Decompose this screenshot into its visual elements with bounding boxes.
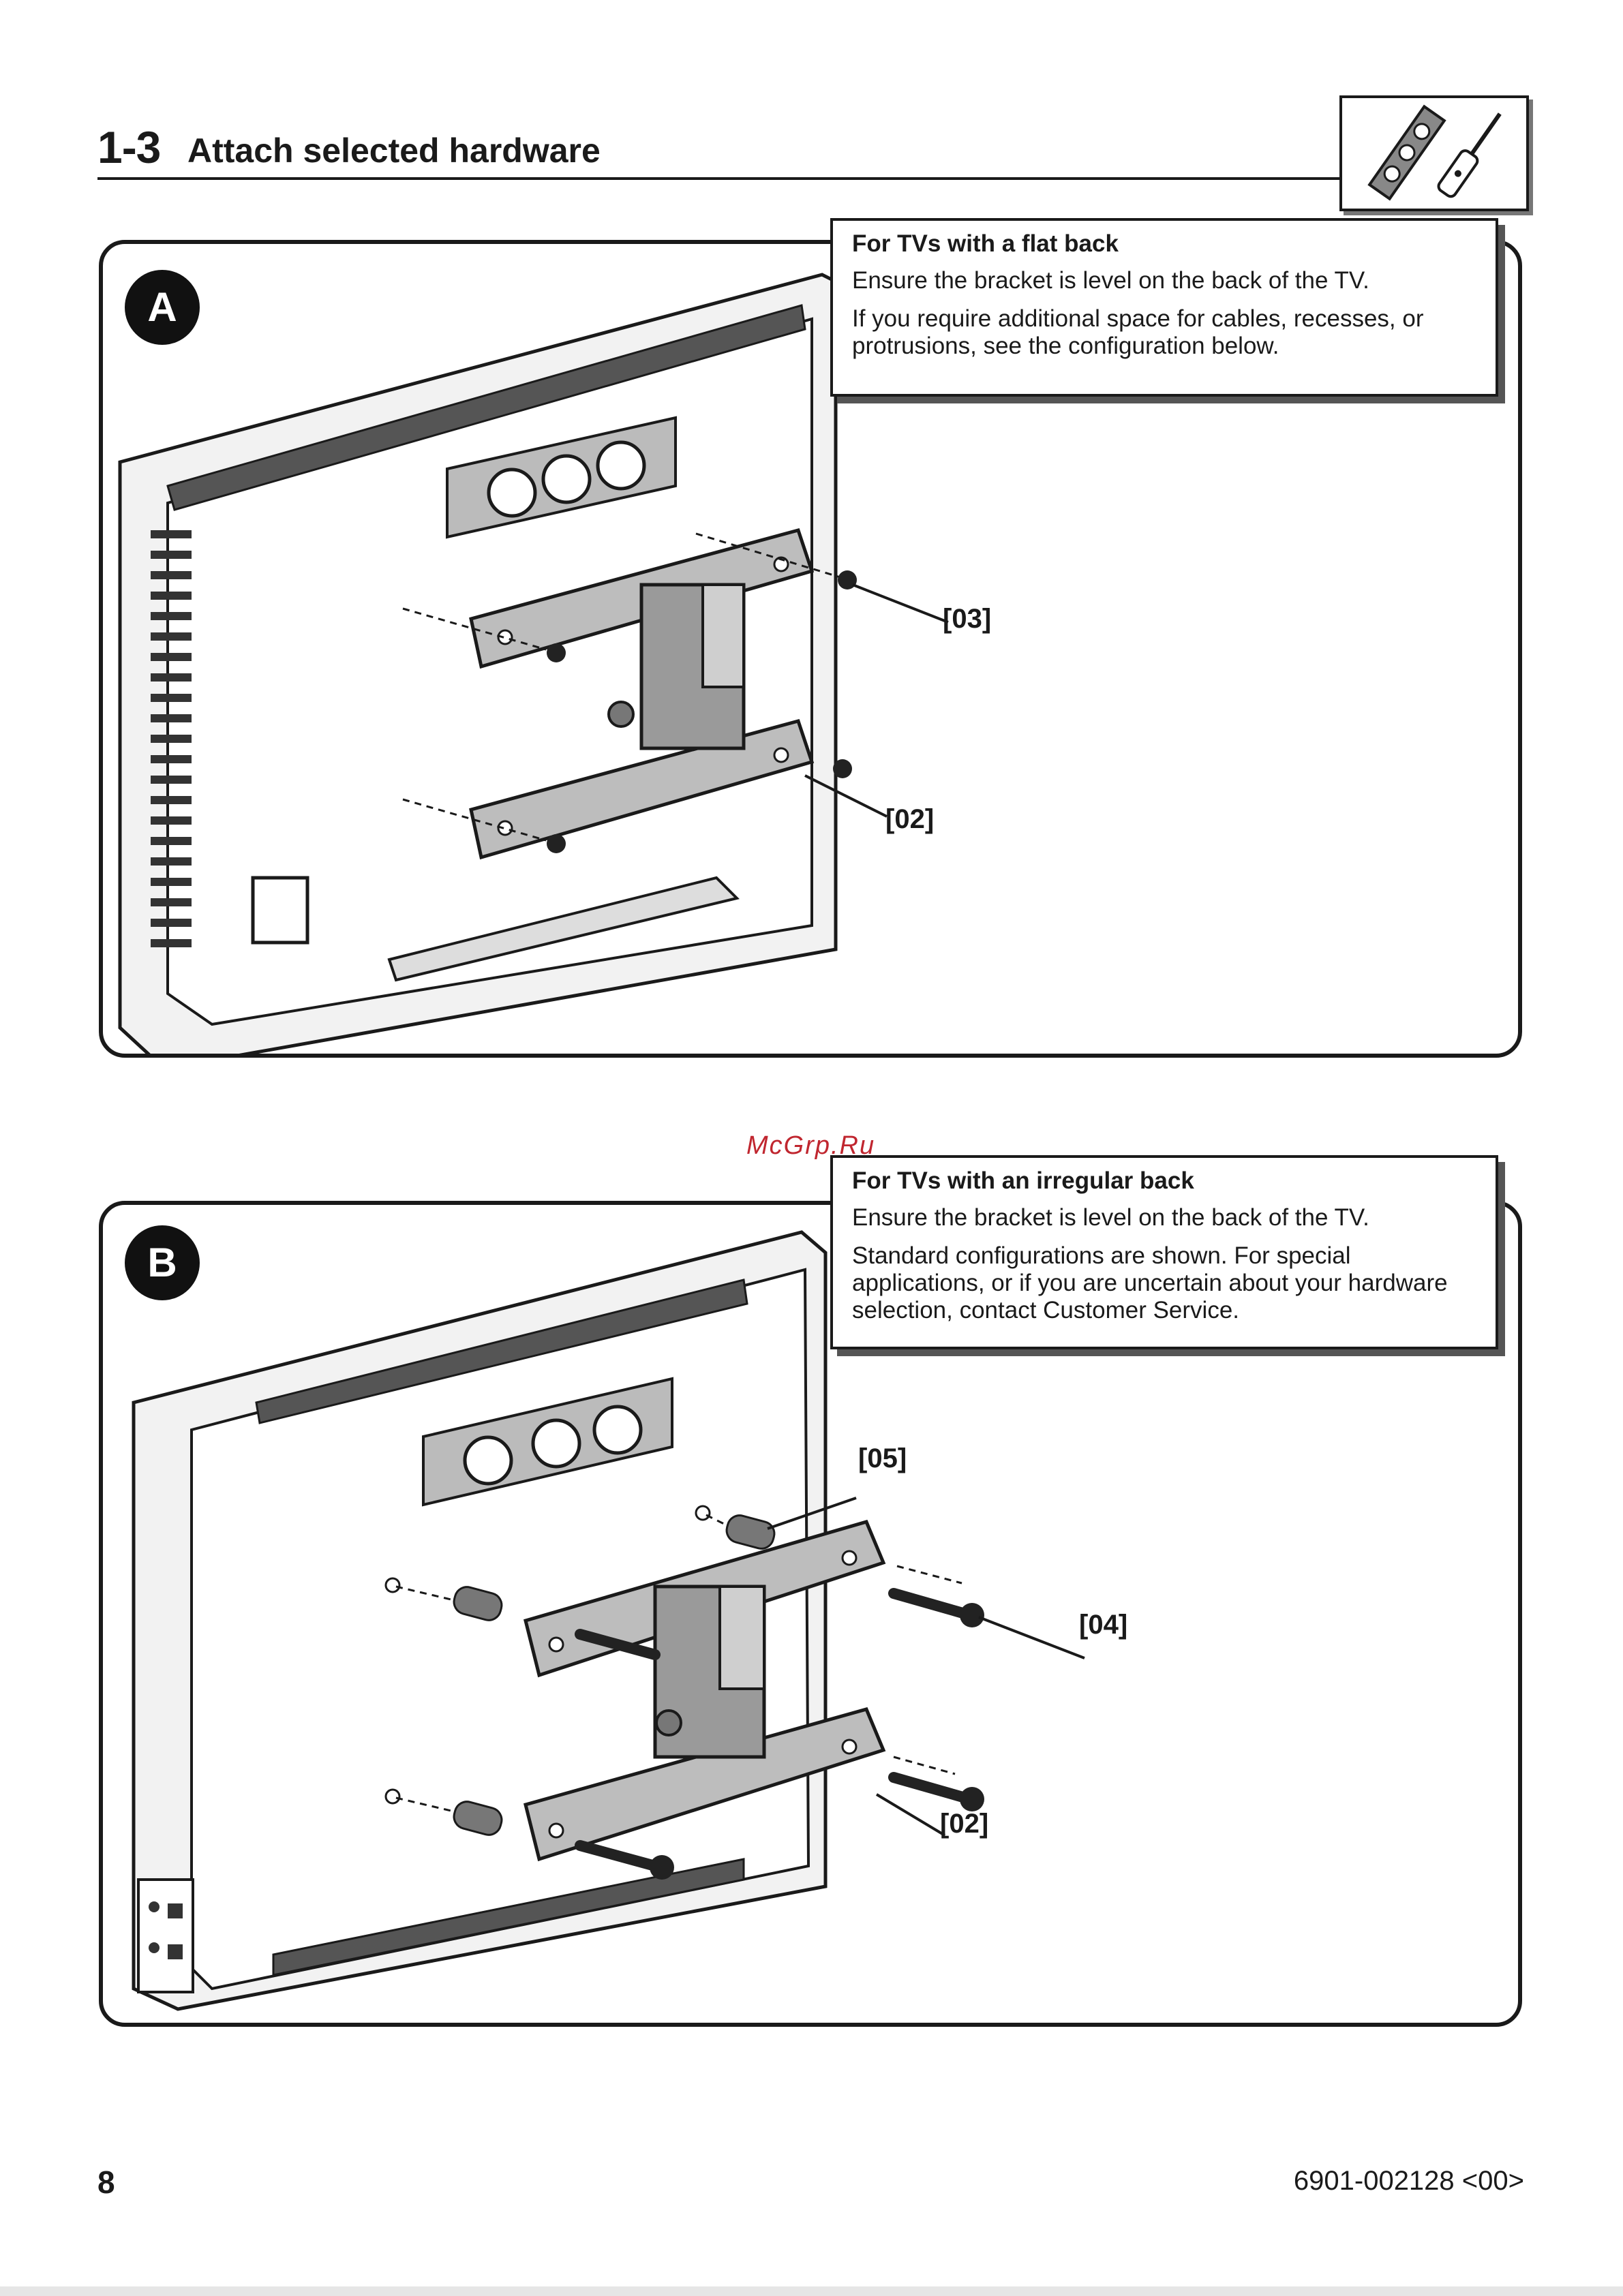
lower-bracket — [469, 718, 815, 860]
leader-03 — [852, 583, 949, 624]
page-number: 8 — [97, 2164, 115, 2200]
note-title: For TVs with an irregular back — [852, 1167, 1194, 1194]
note-title: For TVs with a flat back — [852, 230, 1119, 257]
screws-03 — [402, 532, 857, 853]
panel-irregular-back: B [05] [04] [02] — [99, 1201, 1522, 2027]
callout-02: [02] — [885, 804, 935, 834]
callout-03: [03] — [943, 604, 992, 634]
bottom-vent — [272, 1858, 745, 1976]
required-tools-box — [1339, 95, 1529, 211]
step-title: Attach selected hardware — [187, 132, 601, 170]
av-connector-panel — [137, 1878, 194, 1993]
note-line: Standard configurations are shown. For s… — [852, 1242, 1448, 1323]
bolts-04 — [575, 1565, 984, 1880]
top-vent — [255, 1279, 748, 1424]
callout-02: [02] — [940, 1809, 989, 1839]
tools-illustration — [1367, 104, 1502, 201]
top-vent — [166, 304, 806, 511]
flat-back-illustration — [118, 273, 949, 1054]
page-bottom-edge — [0, 2286, 1623, 2296]
step-number: 1-3 — [97, 122, 161, 172]
irregular-back-illustration — [132, 1230, 1085, 2011]
document-code: 6901-002128 <00> — [1293, 2166, 1524, 2196]
callout-05: [05] — [858, 1443, 907, 1473]
callout-04: [04] — [1079, 1610, 1128, 1640]
panel-badge-b: B — [125, 1225, 200, 1300]
note-line: Ensure the bracket is level on the back … — [852, 267, 1369, 294]
note-irregular-back: For TVs with an irregular back Ensure th… — [830, 1155, 1498, 1349]
tv-stand-slot — [387, 876, 740, 982]
leader-02 — [875, 1793, 946, 1837]
spacers-05 — [384, 1505, 776, 1836]
note-line: If you require additional space for cabl… — [852, 305, 1424, 359]
section-header: 1-3 Attach selected hardware — [97, 122, 1341, 180]
level-icon — [1367, 104, 1446, 201]
ac-inlet — [251, 876, 309, 945]
screwdriver-icon — [1437, 112, 1502, 198]
note-flat-back: For TVs with a flat back Ensure the brac… — [830, 218, 1498, 397]
panel-badge-a: A — [125, 270, 200, 345]
leader-04 — [978, 1616, 1085, 1659]
left-vent — [151, 530, 192, 947]
leader-02 — [804, 774, 888, 818]
leader-05 — [767, 1497, 857, 1530]
note-line: Ensure the bracket is level on the back … — [852, 1204, 1369, 1231]
